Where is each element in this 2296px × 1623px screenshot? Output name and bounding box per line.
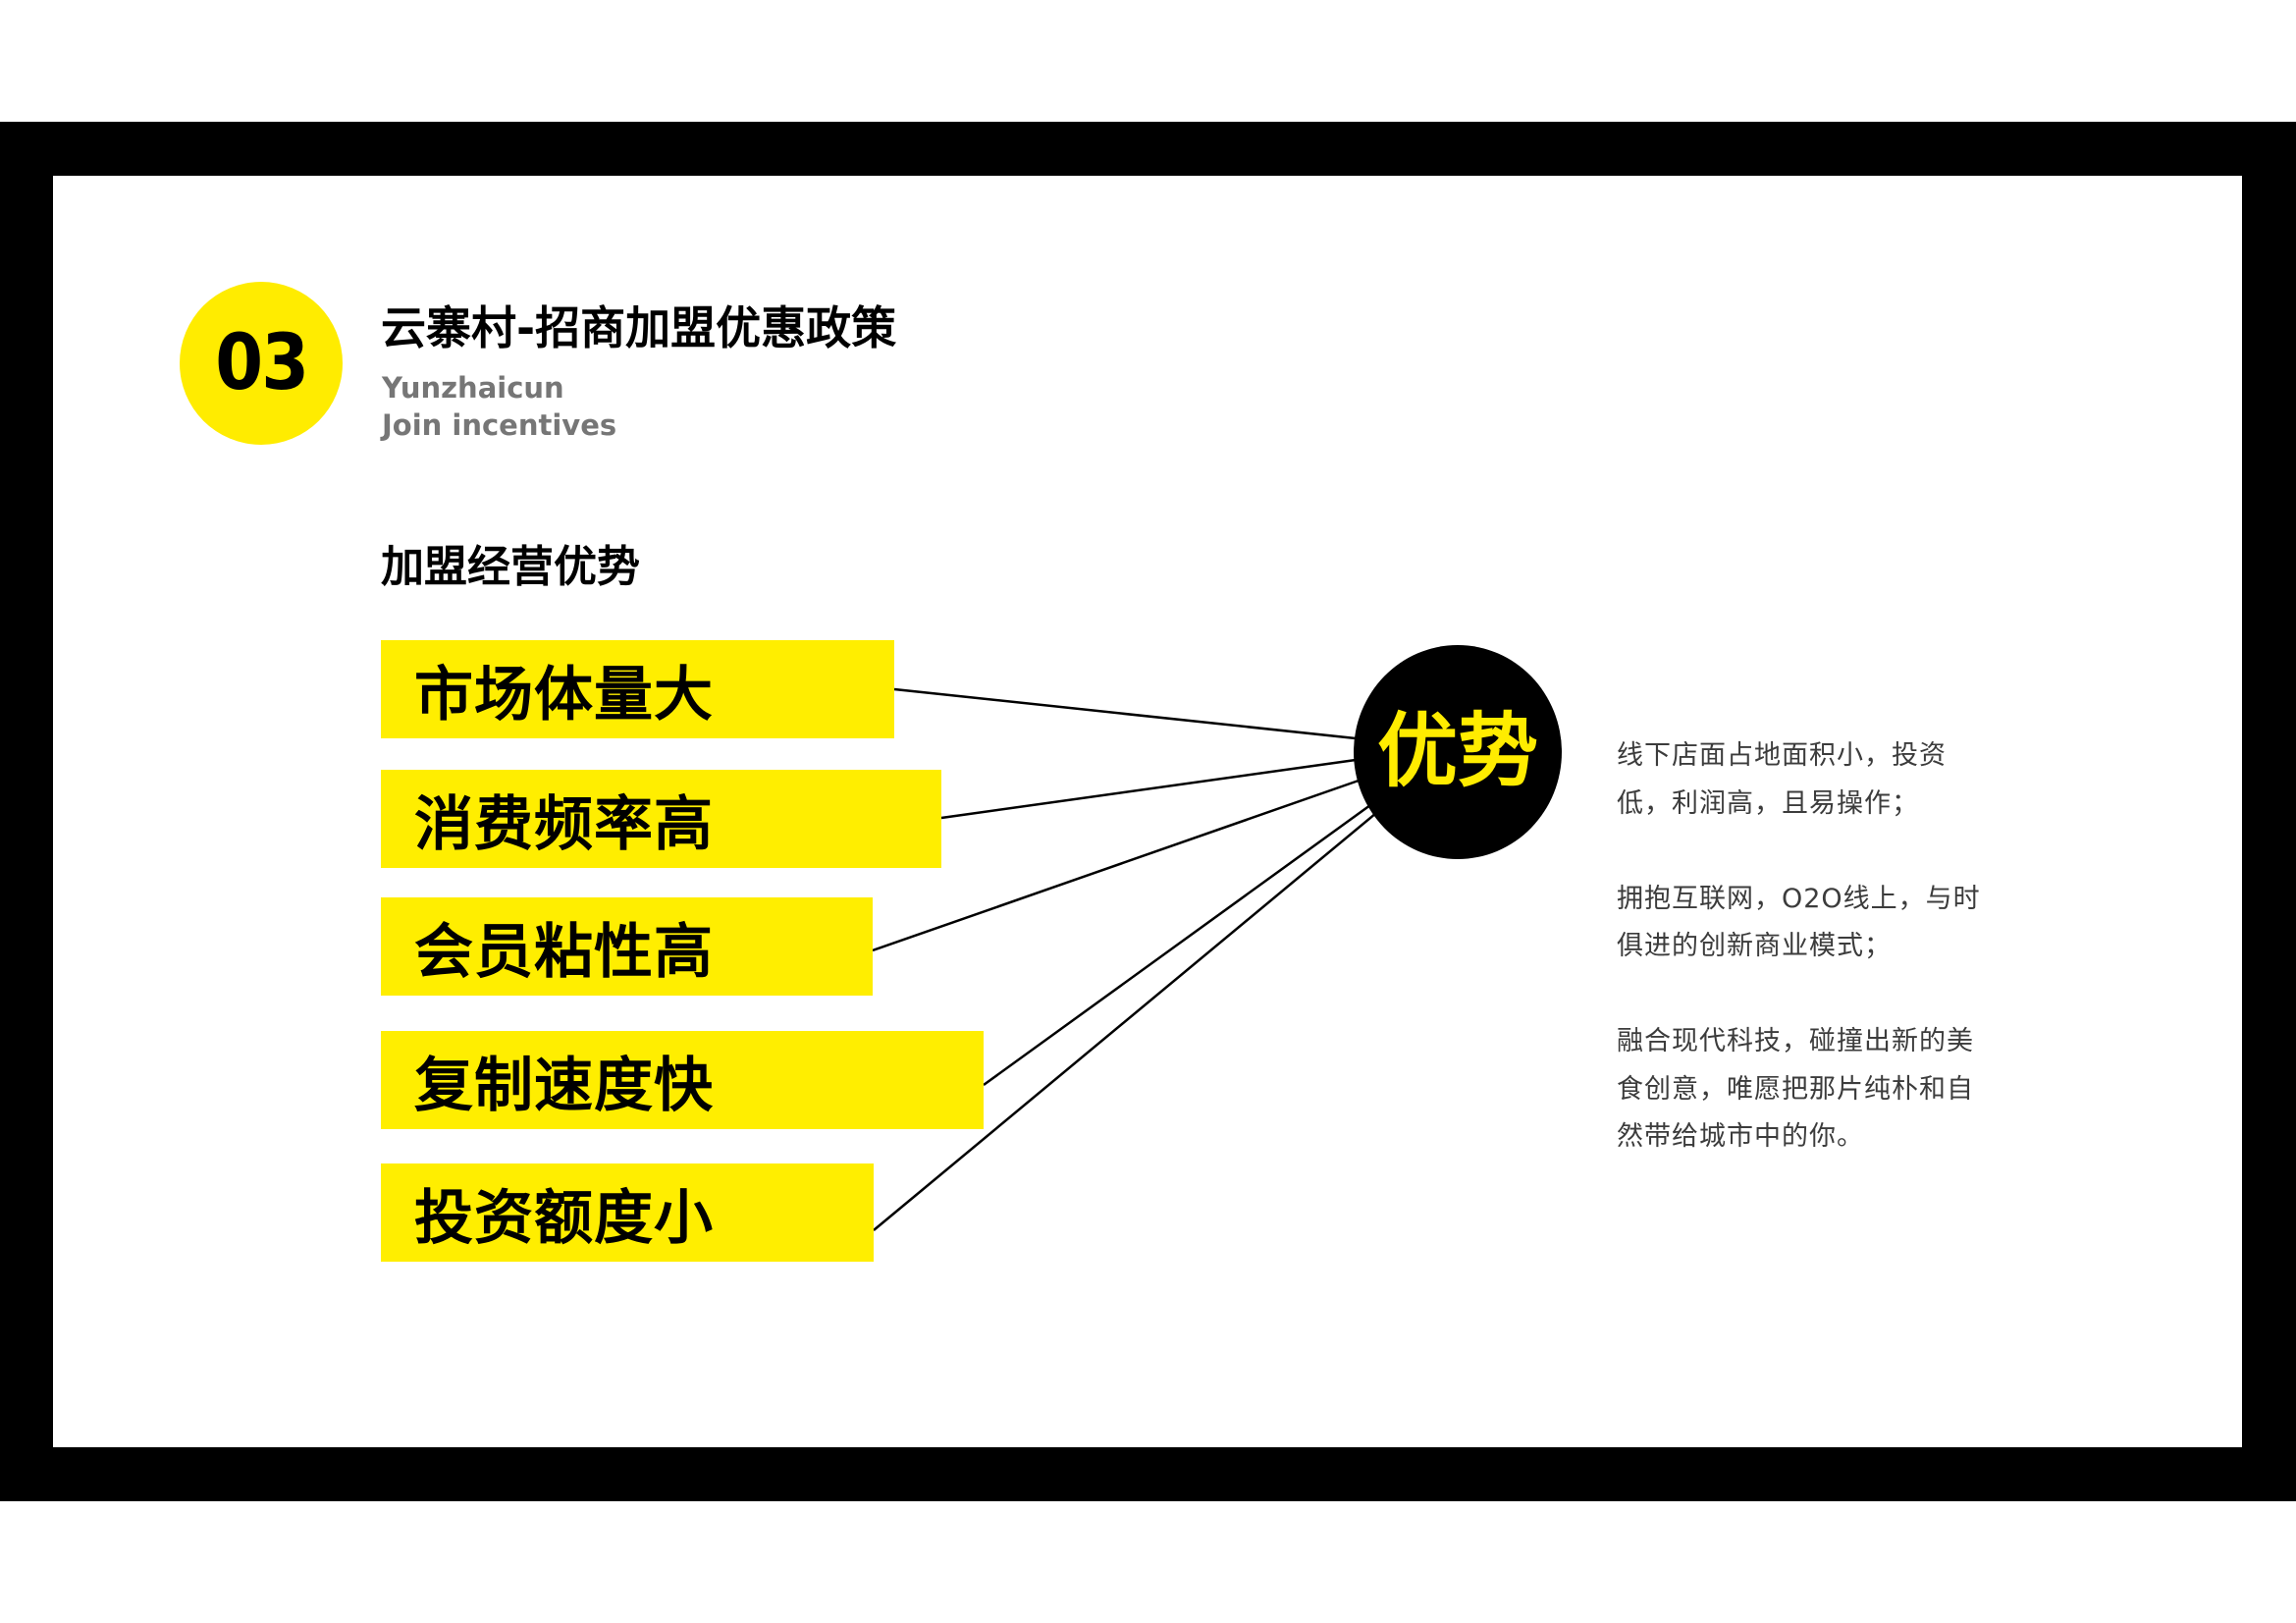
description-paragraph-1: 线下店面占地面积小，投资低，利润高，且易操作；: [1617, 740, 1947, 819]
english-subtitle: Yunzhaicun Join incentives: [382, 369, 616, 444]
description-text: 线下店面占地面积小，投资低，利润高，且易操作； 拥抱互联网，O2O线上，与时俱进…: [1617, 732, 2000, 1209]
description-paragraph-3: 融合现代科技，碰撞出新的美食创意，唯愿把那片纯朴和自然带给城市中的你。: [1617, 1026, 1974, 1152]
advantage-label: 投资额度小: [414, 1183, 714, 1253]
advantage-box-5: 投资额度小: [381, 1163, 874, 1262]
english-subtitle-line-1: Yunzhaicun: [382, 371, 564, 405]
section-number: 03: [214, 319, 309, 407]
advantage-box-3: 会员粘性高: [381, 897, 873, 996]
section-number-badge: 03: [180, 282, 343, 445]
page-title: 云寨村-招商加盟优惠政策: [381, 301, 897, 354]
section-heading: 加盟经营优势: [381, 542, 640, 592]
advantage-hub-circle: 优势: [1354, 645, 1562, 859]
hub-label: 优势: [1376, 704, 1538, 798]
advantage-box-4: 复制速度快: [381, 1031, 984, 1129]
english-subtitle-line-2: Join incentives: [382, 408, 617, 442]
advantage-label: 会员粘性高: [414, 917, 714, 987]
description-paragraph-2: 拥抱互联网，O2O线上，与时俱进的创新商业模式；: [1617, 883, 1981, 962]
advantage-box-2: 消费频率高: [381, 770, 941, 868]
advantage-label: 市场体量大: [414, 660, 714, 730]
advantage-box-1: 市场体量大: [381, 640, 894, 738]
advantage-label: 消费频率高: [414, 789, 714, 859]
advantage-label: 复制速度快: [414, 1051, 714, 1120]
